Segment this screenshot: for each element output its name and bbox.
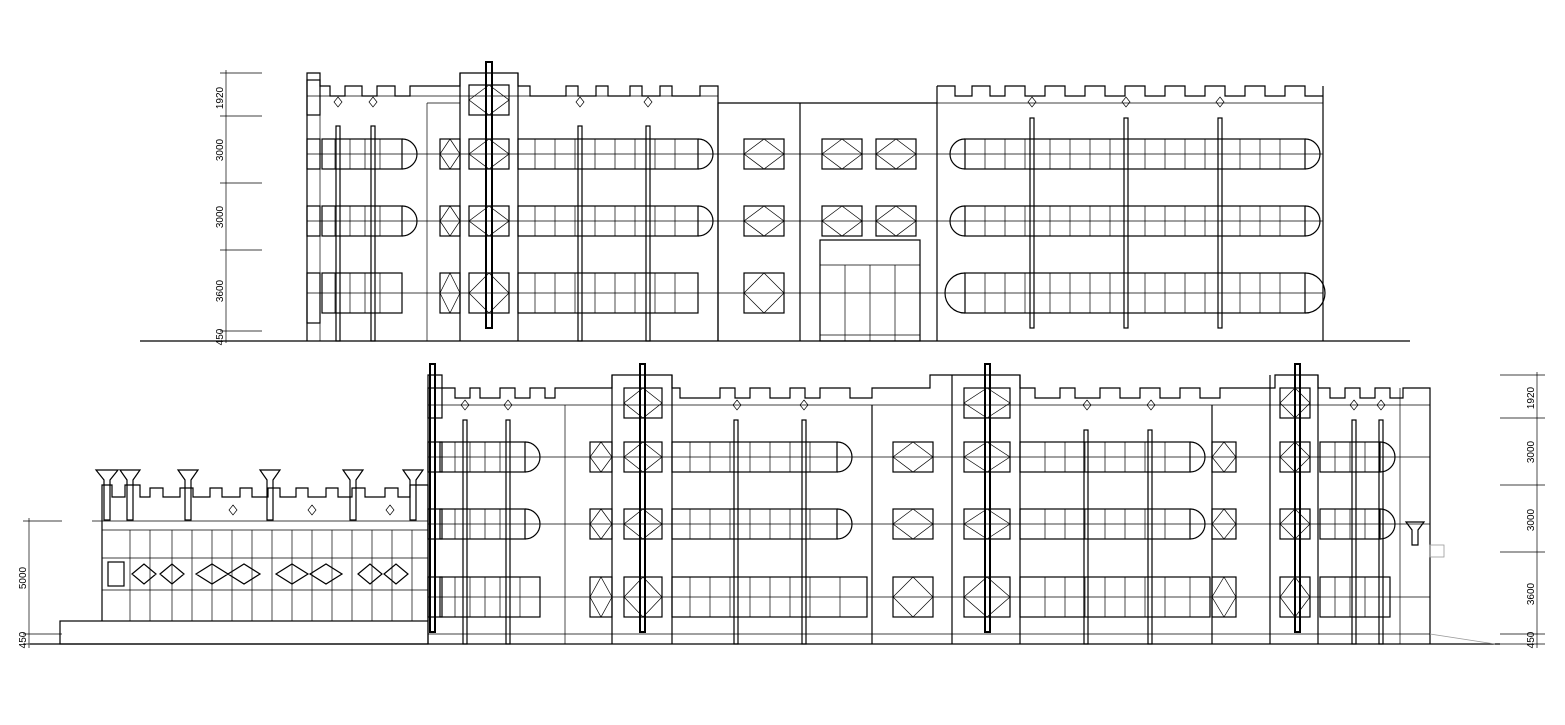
lower-window-bands <box>439 419 1396 645</box>
upper-left-block <box>306 72 719 341</box>
lower-dim-5000: 5000 <box>18 566 29 589</box>
upper-elevation: 1920 3000 3000 3600 450 <box>140 61 1410 345</box>
upper-dim-3000-b: 3000 <box>215 205 226 228</box>
upper-middle-block <box>717 86 938 342</box>
lower-right-dimension-chain: 1920 3000 3000 3600 450 <box>1500 372 1545 648</box>
lower-dim-3000-b: 3000 <box>1526 508 1537 531</box>
lower-floor-bands <box>428 456 1430 635</box>
lower-annex <box>59 469 429 645</box>
upper-dimension-chain: 1920 3000 3000 3600 450 <box>215 70 262 345</box>
lower-elevation: 1920 3000 3000 3600 450 5000 450 <box>18 363 1545 648</box>
upper-dim-450: 450 <box>215 328 226 345</box>
upper-dim-3000-a: 3000 <box>215 138 226 161</box>
lower-dim-3600: 3600 <box>1526 582 1537 605</box>
upper-dim-3600: 3600 <box>215 279 226 302</box>
upper-floor-bands <box>307 153 1323 294</box>
upper-left-windows <box>306 79 714 342</box>
lower-dim-450-left: 450 <box>18 631 29 648</box>
upper-diamond-windows <box>333 84 1225 314</box>
lower-dim-1920: 1920 <box>1526 386 1537 409</box>
upper-right-windows <box>944 117 1326 329</box>
lower-left-dimension-chain: 5000 450 <box>18 518 62 648</box>
lower-diamond-windows <box>427 387 1496 645</box>
lower-dim-450: 450 <box>1526 631 1537 648</box>
upper-dim-1920: 1920 <box>215 86 226 109</box>
upper-right-block <box>937 85 1324 341</box>
lower-dim-3000-a: 3000 <box>1526 440 1537 463</box>
